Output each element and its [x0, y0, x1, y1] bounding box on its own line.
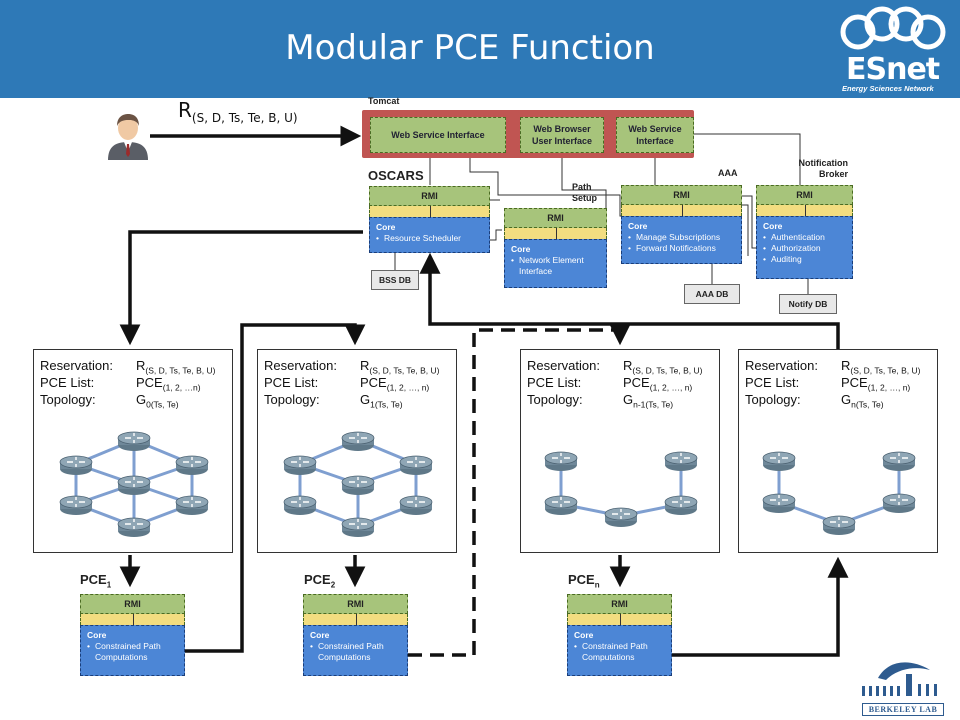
router-icon — [544, 451, 578, 471]
tomcat-label: Tomcat — [368, 96, 400, 106]
bss-db: BSS DB — [371, 270, 419, 290]
router-icon — [341, 475, 375, 495]
rmi-label: RMI — [504, 208, 607, 228]
rmi-label: RMI — [80, 594, 185, 614]
reservation-key: Reservation: — [264, 358, 337, 373]
core-item: Forward Notifications — [628, 243, 735, 254]
router-icon — [664, 451, 698, 471]
network-topology-3 — [762, 451, 916, 535]
berkeley-lab-logo — [862, 662, 937, 696]
core-item: Constrained Path Computations — [87, 641, 178, 663]
core-block: Core Constrained Path Computations — [567, 625, 672, 676]
router-icon — [882, 451, 916, 471]
network-element-component[interactable]: RMI Core Network Element Interface — [504, 208, 607, 288]
router-icon — [604, 507, 638, 527]
pce-panel-1: Reservation:R(S, D, Ts, Te, B, U) PCE Li… — [33, 349, 233, 553]
notification-component[interactable]: RMI Core Manage Subscriptions Forward No… — [621, 185, 742, 264]
core-item: Constrained Path Computations — [574, 641, 665, 663]
pce-panel-2: Reservation:R(S, D, Ts, Te, B, U) PCE Li… — [257, 349, 457, 553]
router-icon — [175, 495, 209, 515]
web-service-interface-2[interactable]: Web Service Interface — [616, 117, 694, 153]
rmi-label: RMI — [756, 185, 853, 205]
aaa-label: AAA — [718, 168, 738, 178]
network-topology-1 — [283, 431, 433, 537]
pce-panel-n: Reservation:R(S, D, Ts, Te, B, U) PCE Li… — [738, 349, 938, 553]
network-topology-0 — [59, 431, 209, 537]
router-icon — [341, 517, 375, 537]
pce-n-label: PCEn — [568, 572, 600, 590]
web-service-interface-1[interactable]: Web Service Interface — [370, 117, 506, 153]
topology-key: Topology: — [264, 392, 320, 407]
router-icon — [59, 495, 93, 515]
core-item: Manage Subscriptions — [628, 232, 735, 243]
reservation-key: Reservation: — [40, 358, 113, 373]
router-icon — [399, 495, 433, 515]
router-icon — [399, 455, 433, 475]
router-icon — [117, 517, 151, 537]
core-block: Core Resource Scheduler — [369, 217, 490, 253]
router-icon — [664, 495, 698, 515]
request-label: R(S, D, Ts, Te, B, U) — [178, 98, 298, 125]
core-block: Core Authentication Authorization Auditi… — [756, 216, 853, 279]
router-icon — [341, 431, 375, 451]
notify-db: Notify DB — [779, 294, 837, 314]
pce-2-component[interactable]: RMI Core Constrained Path Computations — [303, 594, 408, 676]
core-block: Core Constrained Path Computations — [80, 625, 185, 676]
topology-key: Topology: — [527, 392, 583, 407]
router-icon — [544, 495, 578, 515]
router-icon — [117, 431, 151, 451]
core-item: Constrained Path Computations — [310, 641, 401, 663]
router-icon — [283, 455, 317, 475]
pce-list-key: PCE List: — [527, 375, 582, 390]
core-block: Core Network Element Interface — [504, 239, 607, 288]
notification-broker-label: Notification Broker — [798, 158, 849, 179]
router-icon — [882, 493, 916, 513]
rmi-label: RMI — [621, 185, 742, 205]
reservation-key: Reservation: — [527, 358, 600, 373]
pce-1-label: PCE1 — [80, 572, 112, 590]
core-item: Auditing — [763, 254, 846, 265]
pce-list-key: PCE List: — [264, 375, 319, 390]
pce-2-label: PCE2 — [304, 572, 336, 590]
core-item: Authentication — [763, 232, 846, 243]
rmi-label: RMI — [303, 594, 408, 614]
topology-key: Topology: — [745, 392, 801, 407]
aaa-db: AAA DB — [684, 284, 740, 304]
esnet-logo — [840, 6, 946, 50]
aaa-component[interactable]: RMI Core Authentication Authorization Au… — [756, 185, 853, 279]
router-icon — [822, 515, 856, 535]
router-icon — [762, 451, 796, 471]
reservation-key: Reservation: — [745, 358, 818, 373]
core-item: Network Element Interface — [511, 255, 600, 277]
user-icon — [108, 114, 148, 160]
core-item: Resource Scheduler — [376, 233, 483, 244]
pce-list-key: PCE List: — [40, 375, 95, 390]
rmi-label: RMI — [567, 594, 672, 614]
resource-scheduler-component[interactable]: RMI Core Resource Scheduler — [369, 186, 490, 253]
path-setup-label: Path Setup — [572, 182, 598, 203]
rmi-label: RMI — [369, 186, 490, 206]
topology-key: Topology: — [40, 392, 96, 407]
web-browser-user-interface[interactable]: Web Browser User Interface — [520, 117, 604, 153]
esnet-wordmark: ESnet — [846, 52, 940, 87]
title-bar — [0, 0, 960, 98]
oscars-label: OSCARS — [368, 168, 424, 183]
pce-panel-n-1: Reservation:R(S, D, Ts, Te, B, U) PCE Li… — [520, 349, 720, 553]
core-item: Authorization — [763, 243, 846, 254]
pce-1-component[interactable]: RMI Core Constrained Path Computations — [80, 594, 185, 676]
router-icon — [175, 455, 209, 475]
berkeley-lab-wordmark: BERKELEY LAB — [862, 703, 944, 716]
router-icon — [117, 475, 151, 495]
esnet-tagline: Energy Sciences Network — [842, 84, 934, 93]
core-block: Core Manage Subscriptions Forward Notifi… — [621, 216, 742, 264]
router-icon — [59, 455, 93, 475]
pce-n-component[interactable]: RMI Core Constrained Path Computations — [567, 594, 672, 676]
network-topology-2 — [544, 451, 698, 527]
router-icon — [283, 495, 317, 515]
router-icon — [762, 493, 796, 513]
page-title: Modular PCE Function — [285, 28, 655, 68]
core-block: Core Constrained Path Computations — [303, 625, 408, 676]
pce-list-key: PCE List: — [745, 375, 800, 390]
